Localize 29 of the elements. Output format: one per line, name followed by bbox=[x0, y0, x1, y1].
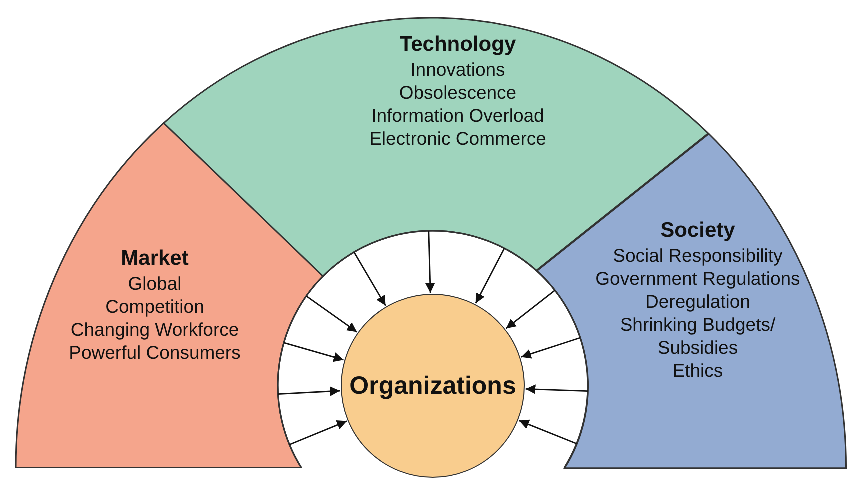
segment-item: Government Regulations bbox=[596, 266, 800, 290]
arrow bbox=[506, 290, 556, 330]
arrow bbox=[475, 248, 506, 304]
arc-segment bbox=[16, 123, 324, 468]
segment-item: Changing Workforce bbox=[70, 318, 240, 341]
segment-item: Deregulation bbox=[646, 290, 750, 313]
arrow bbox=[284, 342, 344, 362]
segment-heading: Market bbox=[121, 246, 189, 272]
arrow bbox=[519, 420, 578, 445]
arrow bbox=[306, 296, 358, 333]
segment-item: Electronic Commerce bbox=[370, 127, 546, 150]
segment-item: Shrinking Budgets/ Subsidies bbox=[619, 312, 777, 359]
segment-item: Powerful Consumers bbox=[69, 340, 241, 364]
arrow bbox=[526, 384, 588, 394]
segment-item: Innovations bbox=[410, 58, 506, 81]
segment-heading: Society bbox=[660, 218, 736, 244]
segment-item: Global bbox=[128, 272, 182, 295]
arrow bbox=[278, 386, 340, 396]
arrow bbox=[354, 252, 386, 306]
segment-item: Ethics bbox=[672, 358, 724, 382]
segment-item: Competition bbox=[106, 294, 204, 318]
segment-item: Information Overload bbox=[372, 104, 544, 127]
segment-item: Obsolescence bbox=[399, 81, 517, 104]
center-label: Organizations bbox=[350, 372, 516, 400]
arrow bbox=[425, 231, 436, 294]
segment-item: Social Responsibility bbox=[613, 244, 783, 267]
arrow bbox=[289, 420, 348, 446]
arrow bbox=[521, 337, 581, 359]
segment-heading: Technology bbox=[400, 32, 516, 58]
